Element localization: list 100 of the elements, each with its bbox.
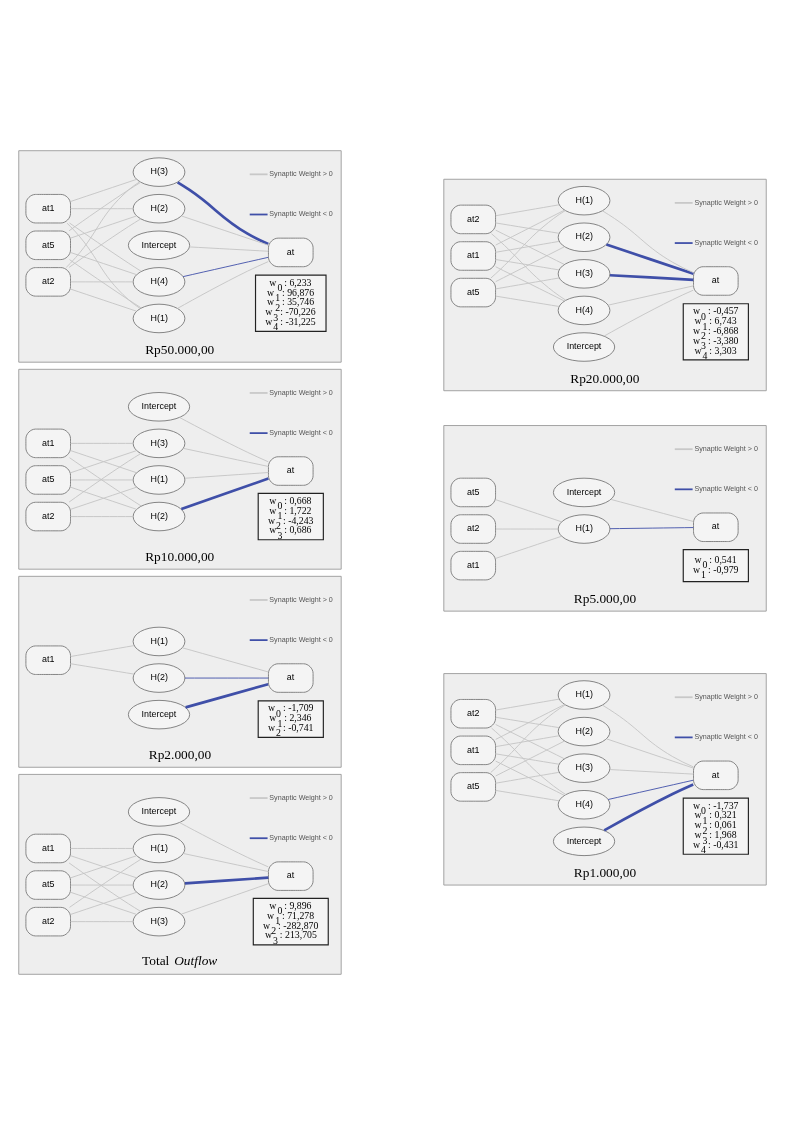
node-box: at (693, 760, 739, 791)
connector (495, 535, 563, 559)
connector (70, 921, 134, 923)
connector (603, 289, 694, 337)
connector (180, 477, 269, 511)
connector (495, 771, 560, 784)
node-ellipse: H(4) (557, 295, 611, 326)
connector (495, 204, 560, 217)
node-ellipse: H(2) (557, 716, 611, 747)
connector (490, 210, 566, 279)
node-ellipse: Intercept (552, 477, 616, 508)
connector (491, 727, 567, 796)
connector (495, 716, 560, 729)
connector (181, 647, 269, 673)
connector (495, 499, 563, 523)
node-box: at1 (25, 428, 71, 459)
connector (70, 215, 138, 239)
connector (602, 704, 694, 768)
node-box: at5 (450, 477, 496, 508)
connector (495, 753, 560, 765)
node-ellipse: Intercept (552, 332, 616, 362)
connector (183, 447, 269, 467)
connector (491, 233, 567, 301)
node-box: at (268, 456, 314, 486)
connector (495, 740, 565, 777)
connector (495, 698, 560, 711)
connector (70, 848, 134, 849)
node-ellipse: Intercept (127, 392, 191, 422)
connector (69, 259, 142, 309)
node-box: at1 (25, 645, 71, 675)
node-ellipse: Intercept (552, 826, 616, 857)
connector (177, 261, 269, 309)
node-box: at1 (25, 833, 71, 864)
connector (490, 704, 566, 773)
connector (495, 209, 565, 246)
connector (605, 738, 694, 769)
node-ellipse: H(1) (132, 626, 186, 657)
connector (609, 769, 694, 775)
connector (184, 876, 269, 885)
node-box: at2 (450, 699, 496, 729)
node-ellipse: H(1) (132, 833, 186, 864)
node-ellipse: H(1) (557, 514, 611, 544)
node-box: at1 (450, 241, 496, 271)
node-ellipse: H(1) (557, 680, 611, 710)
node-box: at (268, 861, 314, 891)
node-box: at (268, 663, 314, 693)
connector (183, 853, 269, 872)
node-box: at5 (450, 277, 496, 308)
connector (495, 724, 565, 760)
node-ellipse: H(2) (132, 501, 186, 532)
node-ellipse: H(3) (557, 753, 611, 783)
connector (495, 790, 560, 802)
connector (70, 516, 134, 517)
node-box: at2 (25, 267, 71, 297)
node-box: at2 (450, 204, 496, 235)
node-box: at (693, 512, 739, 542)
node-box: at1 (450, 550, 496, 581)
connector (185, 682, 269, 709)
connector (609, 273, 694, 282)
connector (180, 883, 269, 915)
connector (610, 498, 694, 522)
connector (70, 891, 138, 915)
connector (495, 735, 560, 748)
connector (603, 783, 694, 832)
node-box: at1 (25, 194, 71, 224)
connector (607, 779, 694, 800)
node-ellipse: H(4) (557, 790, 611, 820)
node-box: at2 (450, 514, 496, 544)
node-ellipse: H(1) (132, 303, 186, 334)
node-box: at (268, 237, 314, 268)
node-ellipse: Intercept (127, 797, 191, 827)
connector (609, 527, 694, 530)
node-ellipse: H(2) (132, 870, 186, 900)
node-ellipse: H(3) (132, 157, 186, 187)
connector (70, 855, 138, 879)
node-ellipse: H(1) (557, 185, 611, 216)
connector (70, 486, 138, 510)
connector (184, 472, 269, 479)
connector (66, 222, 141, 309)
node-box: at2 (25, 906, 71, 937)
connector (68, 181, 142, 232)
connector (70, 450, 138, 474)
connector (184, 677, 269, 679)
node-ellipse: H(2) (132, 194, 186, 224)
node-ellipse: H(2) (132, 663, 186, 693)
connector (70, 288, 138, 312)
connector (179, 822, 269, 868)
connector (495, 704, 565, 740)
node-box: at5 (25, 230, 71, 260)
connector (70, 442, 134, 444)
node-ellipse: H(4) (132, 267, 186, 297)
connector (179, 417, 269, 463)
connector (495, 760, 565, 796)
connector (495, 222, 560, 234)
connector (495, 240, 560, 253)
connector (188, 246, 269, 252)
node-ellipse: H(2) (557, 222, 611, 252)
connector (602, 210, 694, 273)
node-ellipse: Intercept (127, 230, 191, 260)
node-ellipse: Intercept (127, 699, 191, 730)
